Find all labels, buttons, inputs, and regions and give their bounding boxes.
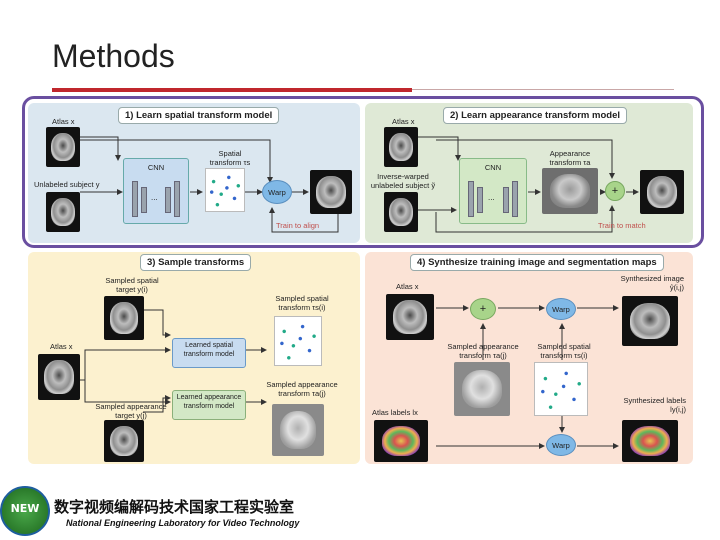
panel3-spatial-target-label-2: target y(i) bbox=[116, 285, 148, 294]
title-underline-red bbox=[52, 88, 412, 92]
panel1-unlabeled-label: Unlabeled subject y bbox=[34, 180, 100, 189]
panel2-atlas-label: Atlas x bbox=[392, 117, 415, 126]
panel3-spatial-transform-label: Sampled spatial bbox=[275, 294, 329, 303]
panel4-synth-labels-label-2: ly(i,j) bbox=[670, 405, 686, 414]
panel4-appearance-label-2: transform τa(j) bbox=[459, 351, 507, 360]
panel3-appearance-target-label-2: target y(j) bbox=[115, 411, 147, 420]
cnn-layer bbox=[477, 187, 483, 213]
panel4-warp-node: Warp bbox=[546, 298, 576, 320]
panel1-atlas-label: Atlas x bbox=[52, 117, 75, 126]
cnn-layer bbox=[141, 187, 147, 213]
panel1-spatial-label-2: transform τs bbox=[209, 158, 251, 167]
panel3-spatial-target-label: Sampled spatial bbox=[105, 276, 159, 285]
panel4-atlas-labels-label: Atlas labels lx bbox=[372, 408, 418, 417]
panel4-warp-node-2: Warp bbox=[546, 434, 576, 456]
panel2-inverse-image bbox=[384, 192, 418, 232]
panel1-spatial-label: Spatial bbox=[218, 149, 242, 158]
panel1-cnn-label: CNN bbox=[147, 163, 165, 172]
panel1-warped-image bbox=[310, 170, 352, 214]
panel4-synth-image bbox=[622, 296, 678, 346]
panel2-header: 2) Learn appearance transform model bbox=[443, 107, 627, 124]
panel3-spatial-target-image bbox=[104, 296, 144, 340]
panel3-appearance-target-label: Sampled appearance bbox=[95, 402, 167, 411]
panel2-inverse-label-2: unlabeled subject ỹ bbox=[370, 181, 436, 190]
panel4-synth-labels-image bbox=[622, 420, 678, 462]
panel4-atlas-image bbox=[386, 294, 434, 340]
cnn-layer bbox=[468, 181, 474, 217]
panel3-header: 3) Sample transforms bbox=[140, 254, 252, 271]
panel1-unlabeled-image bbox=[46, 192, 80, 232]
panel4-synth-labels-label: Synthesized labels bbox=[623, 396, 686, 405]
panel3-spatial-transform-label-2: transform τs(i) bbox=[278, 303, 326, 312]
highlight-frame bbox=[22, 96, 704, 248]
panel4-synth-image-label: Synthesized image bbox=[620, 274, 684, 283]
cnn-layer bbox=[132, 181, 138, 217]
cnn-ellipsis: ... bbox=[151, 193, 158, 202]
title-underline-thin bbox=[412, 89, 674, 90]
panel1-cnn-box: CNN ... bbox=[123, 158, 189, 224]
panel2-appearance-label-2: transform τa bbox=[549, 158, 591, 167]
cnn-ellipsis: ... bbox=[488, 193, 495, 202]
panel2-plus-node: + bbox=[605, 181, 625, 201]
panel1-train-label: Train to align bbox=[276, 221, 320, 230]
panel3-appearance-transform-label: Sampled appearance bbox=[266, 380, 338, 389]
panel3-appearance-model: Learned appearance transform model bbox=[172, 390, 246, 420]
panel2-cnn-label: CNN bbox=[484, 163, 502, 172]
panel4-appearance-label: Sampled appearance bbox=[447, 342, 519, 351]
panel4-spatial-label-2: transform τs(i) bbox=[540, 351, 588, 360]
panel2-train-label: Train to match bbox=[598, 221, 646, 230]
panel3-appearance-target-image bbox=[104, 420, 144, 462]
panel2-cnn-box: CNN ... bbox=[459, 158, 527, 224]
cnn-layer bbox=[503, 187, 509, 213]
panel3-atlas-label: Atlas x bbox=[50, 342, 73, 351]
cnn-layer bbox=[165, 187, 171, 213]
panel2-inverse-label: Inverse-warped bbox=[377, 172, 429, 181]
panel3-appearance-image bbox=[272, 404, 324, 456]
lab-logo: NEW bbox=[0, 486, 50, 536]
cnn-layer bbox=[174, 181, 180, 217]
panel2-output-image bbox=[640, 170, 684, 214]
panel3-atlas-image bbox=[38, 354, 80, 400]
panel2-appearance-image bbox=[542, 168, 598, 214]
panel4-spatial-label: Sampled spatial bbox=[537, 342, 591, 351]
panel1-flow-field bbox=[205, 168, 245, 212]
panel4-spatial-flow bbox=[534, 362, 588, 416]
panel4-plus-node: + bbox=[470, 298, 496, 320]
panel1-warp-node: Warp bbox=[262, 180, 292, 204]
panel2-atlas-image bbox=[384, 127, 418, 167]
panel4-atlas-labels-image bbox=[374, 420, 428, 462]
slide-title: Methods bbox=[52, 38, 175, 74]
panel3-spatial-model: Learned spatial transform model bbox=[172, 338, 246, 368]
lab-name-english: National Engineering Laboratory for Vide… bbox=[66, 518, 300, 528]
panel1-atlas-image bbox=[46, 127, 80, 167]
cnn-layer bbox=[512, 181, 518, 217]
panel3-appearance-transform-label-2: transform τa(j) bbox=[278, 389, 326, 398]
panel3-spatial-flow bbox=[274, 316, 322, 366]
lab-name-chinese: 数字视频编解码技术国家工程实验室 bbox=[54, 498, 295, 516]
panel4-atlas-label: Atlas x bbox=[396, 282, 419, 291]
panel2-appearance-label: Appearance bbox=[549, 149, 591, 158]
panel4-header: 4) Synthesize training image and segment… bbox=[410, 254, 664, 271]
panel1-header: 1) Learn spatial transform model bbox=[118, 107, 280, 124]
logo-text: NEW bbox=[10, 502, 40, 515]
panel4-appearance-image bbox=[454, 362, 510, 416]
panel4-synth-image-label-2: ŷ(i,j) bbox=[669, 283, 684, 292]
